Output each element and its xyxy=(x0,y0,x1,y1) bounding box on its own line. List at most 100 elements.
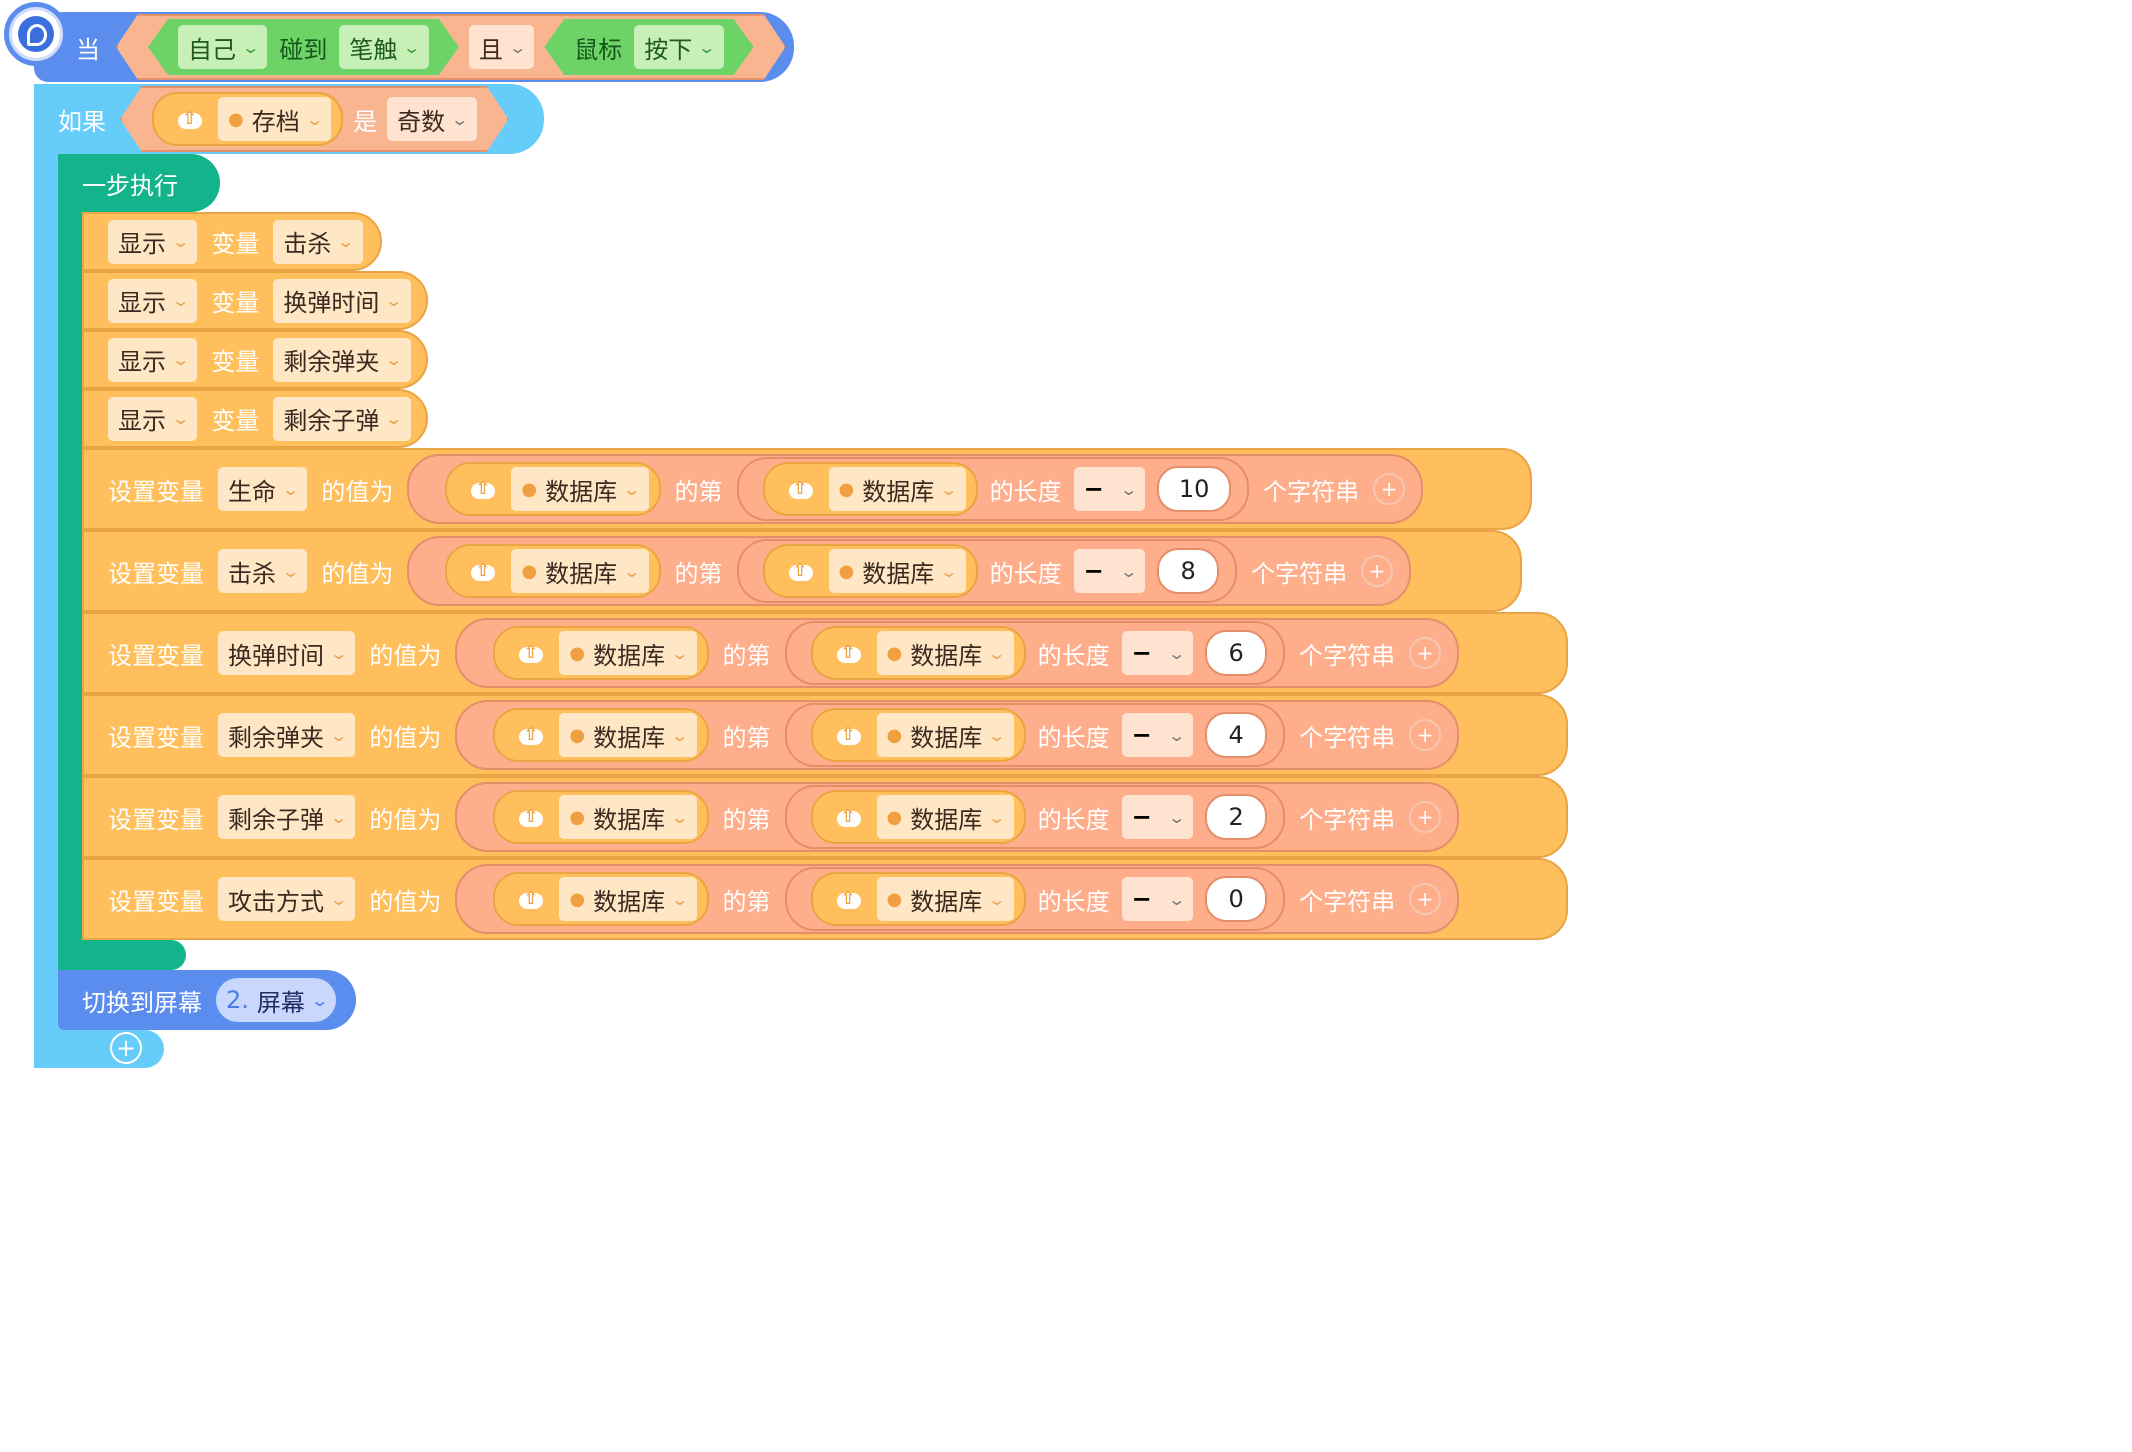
variable-dropdown[interactable]: 剩余子弹⌄ xyxy=(273,396,411,441)
set-variable-block[interactable]: 设置变量 攻击方式⌄ 的值为 ●数据库⌄ 的第 ●数据库⌄ 的长度 −⌄ 0 个… xyxy=(82,858,1568,940)
step-block-head[interactable]: 一步执行 xyxy=(58,154,220,212)
operator-dropdown[interactable]: −⌄ xyxy=(1073,549,1146,593)
add-icon[interactable]: + xyxy=(1373,473,1406,505)
cloud-var-dropdown[interactable]: ●数据库⌄ xyxy=(559,713,697,757)
is-condition[interactable]: ●存档⌄ 是 奇数⌄ xyxy=(120,86,509,152)
cloud-variable-pill[interactable]: ●存档⌄ xyxy=(152,92,343,146)
show-variable-block[interactable]: 显示⌄ 变量 剩余弹夹⌄ xyxy=(82,330,428,389)
add-icon[interactable]: + xyxy=(1409,801,1442,833)
set-variable-block[interactable]: 设置变量 剩余子弹⌄ 的值为 ●数据库⌄ 的第 ●数据库⌄ 的长度 −⌄ 2 个… xyxy=(82,776,1568,858)
set-prefix-label: 设置变量 xyxy=(108,477,204,506)
cloud-variable-pill[interactable]: ●数据库⌄ xyxy=(493,872,709,926)
number-input[interactable]: 10 xyxy=(1157,466,1232,512)
number-input[interactable]: 8 xyxy=(1157,548,1220,594)
mouse-condition[interactable]: 鼠标 按下⌄ xyxy=(544,19,753,75)
chevron-down-icon: ⌄ xyxy=(1119,561,1138,581)
set-variable-block[interactable]: 设置变量 生命⌄ 的值为 ●数据库⌄ 的第 ●数据库⌄ 的长度 −⌄ 10 个字… xyxy=(82,448,1532,530)
variable-dropdown[interactable]: 换弹时间⌄ xyxy=(273,278,411,323)
cloud-variable-pill[interactable]: ●数据库⌄ xyxy=(445,544,661,598)
substring-expression[interactable]: ●数据库⌄ 的第 ●数据库⌄ 的长度 −⌄ 4 个字符串 + xyxy=(455,700,1460,770)
cloud-variable-pill[interactable]: ●数据库⌄ xyxy=(762,544,978,598)
variable-dropdown[interactable]: 生命⌄ xyxy=(218,467,308,511)
set-variable-block[interactable]: 设置变量 换弹时间⌄ 的值为 ●数据库⌄ 的第 ●数据库⌄ 的长度 −⌄ 6 个… xyxy=(82,612,1568,694)
substring-expression[interactable]: ●数据库⌄ 的第 ●数据库⌄ 的长度 −⌄ 10 个字符串 + xyxy=(407,454,1424,524)
touch-target-dropdown[interactable]: 笔触⌄ xyxy=(339,25,428,69)
add-icon[interactable]: + xyxy=(1409,637,1442,669)
cloud-variable-pill[interactable]: ●数据库⌄ xyxy=(493,708,709,762)
add-icon[interactable]: + xyxy=(1409,719,1442,751)
substring-expression[interactable]: ●数据库⌄ 的第 ●数据库⌄ 的长度 −⌄ 6 个字符串 + xyxy=(455,618,1460,688)
show-variable-block[interactable]: 显示⌄ 变量 击杀⌄ xyxy=(82,212,382,271)
set-variable-block[interactable]: 设置变量 击杀⌄ 的值为 ●数据库⌄ 的第 ●数据库⌄ 的长度 −⌄ 8 个字符… xyxy=(82,530,1522,612)
and-dropdown[interactable]: 且⌄ xyxy=(469,25,534,69)
subtract-expression[interactable]: ●数据库⌄ 的长度 −⌄ 6 xyxy=(784,621,1286,685)
subtract-expression[interactable]: ●数据库⌄ 的长度 −⌄ 8 xyxy=(736,539,1238,603)
sprite-dropdown[interactable]: 自己⌄ xyxy=(178,25,267,69)
number-input[interactable]: 4 xyxy=(1205,712,1268,758)
variable-dropdown[interactable]: 剩余弹夹⌄ xyxy=(273,337,411,382)
chevron-down-icon: ⌄ xyxy=(1167,725,1186,745)
cloud-variable-pill[interactable]: ●数据库⌄ xyxy=(810,708,1026,762)
substring-expression[interactable]: ●数据库⌄ 的第 ●数据库⌄ 的长度 −⌄ 2 个字符串 + xyxy=(455,782,1460,852)
number-input[interactable]: 0 xyxy=(1205,876,1268,922)
cloud-variable-pill[interactable]: ●数据库⌄ xyxy=(810,790,1026,844)
cloud-variable-pill[interactable]: ●数据库⌄ xyxy=(493,626,709,680)
cloud-variable-pill[interactable]: ●数据库⌄ xyxy=(810,626,1026,680)
cloud-variable-pill[interactable]: ●数据库⌄ xyxy=(762,462,978,516)
add-icon[interactable]: + xyxy=(1361,555,1394,587)
variable-dropdown[interactable]: 击杀⌄ xyxy=(273,219,363,264)
substring-expression[interactable]: ●数据库⌄ 的第 ●数据库⌄ 的长度 −⌄ 8 个字符串 + xyxy=(407,536,1412,606)
add-icon[interactable]: + xyxy=(1409,883,1442,915)
screen-dropdown[interactable]: 2.屏幕⌄ xyxy=(216,978,337,1022)
operator-dropdown[interactable]: −⌄ xyxy=(1121,713,1194,757)
cloud-variable-pill[interactable]: ●数据库⌄ xyxy=(810,872,1026,926)
event-when-block[interactable]: 当 自己⌄ 碰到 笔触⌄ 且⌄ 鼠标 按下⌄ xyxy=(34,12,794,82)
substring-expression[interactable]: ●数据库⌄ 的第 ●数据库⌄ 的长度 −⌄ 0 个字符串 + xyxy=(455,864,1460,934)
person-icon: ● xyxy=(886,724,903,746)
cloud-var-dropdown[interactable]: ●数据库⌄ xyxy=(559,877,697,921)
variable-dropdown[interactable]: 剩余弹夹⌄ xyxy=(218,713,356,757)
cloud-var-dropdown[interactable]: ●数据库⌄ xyxy=(876,631,1014,675)
chevron-down-icon: ⌄ xyxy=(329,889,349,909)
cloud-var-dropdown[interactable]: ●数据库⌄ xyxy=(828,467,966,511)
cloud-var-dropdown[interactable]: ●数据库⌄ xyxy=(559,631,697,675)
operator-dropdown[interactable]: −⌄ xyxy=(1121,631,1194,675)
operator-dropdown[interactable]: −⌄ xyxy=(1121,795,1194,839)
operator-dropdown[interactable]: −⌄ xyxy=(1121,877,1194,921)
touch-condition[interactable]: 自己⌄ 碰到 笔触⌄ xyxy=(148,19,459,75)
show-dropdown[interactable]: 显示⌄ xyxy=(108,278,198,323)
condition-dropdown[interactable]: 奇数⌄ xyxy=(387,97,476,141)
cloud-var-dropdown[interactable]: ●数据库⌄ xyxy=(876,795,1014,839)
show-variable-block[interactable]: 显示⌄ 变量 换弹时间⌄ xyxy=(82,271,428,330)
cloud-var-dropdown[interactable]: ●存档⌄ xyxy=(218,97,331,141)
cloud-variable-pill[interactable]: ●数据库⌄ xyxy=(493,790,709,844)
variable-dropdown[interactable]: 换弹时间⌄ xyxy=(218,631,356,675)
cloud-var-dropdown[interactable]: ●数据库⌄ xyxy=(511,549,649,593)
operator-dropdown[interactable]: −⌄ xyxy=(1073,467,1146,511)
variable-dropdown[interactable]: 攻击方式⌄ xyxy=(218,877,356,921)
cloud-var-dropdown[interactable]: ●数据库⌄ xyxy=(511,467,649,511)
if-block-head[interactable]: 如果 ●存档⌄ 是 奇数⌄ xyxy=(34,84,544,154)
add-block-button[interactable]: + xyxy=(110,1032,142,1064)
subtract-expression[interactable]: ●数据库⌄ 的长度 −⌄ 0 xyxy=(784,867,1286,931)
mouse-action-dropdown[interactable]: 按下⌄ xyxy=(634,25,723,69)
subtract-expression[interactable]: ●数据库⌄ 的长度 −⌄ 2 xyxy=(784,785,1286,849)
set-variable-block[interactable]: 设置变量 剩余弹夹⌄ 的值为 ●数据库⌄ 的第 ●数据库⌄ 的长度 −⌄ 4 个… xyxy=(82,694,1568,776)
number-input[interactable]: 2 xyxy=(1205,794,1268,840)
subtract-expression[interactable]: ●数据库⌄ 的长度 −⌄ 4 xyxy=(784,703,1286,767)
switch-screen-block[interactable]: 切换到屏幕 2.屏幕⌄ xyxy=(58,970,356,1030)
variable-dropdown[interactable]: 击杀⌄ xyxy=(218,549,308,593)
cloud-var-dropdown[interactable]: ●数据库⌄ xyxy=(876,713,1014,757)
show-dropdown[interactable]: 显示⌄ xyxy=(108,219,198,264)
show-dropdown[interactable]: 显示⌄ xyxy=(108,396,198,441)
show-variable-block[interactable]: 显示⌄ 变量 剩余子弹⌄ xyxy=(82,389,428,448)
subtract-expression[interactable]: ●数据库⌄ 的长度 −⌄ 10 xyxy=(736,457,1250,521)
variable-dropdown[interactable]: 剩余子弹⌄ xyxy=(218,795,356,839)
cloud-var-dropdown[interactable]: ●数据库⌄ xyxy=(828,549,966,593)
number-input[interactable]: 6 xyxy=(1205,630,1268,676)
cloud-var-dropdown[interactable]: ●数据库⌄ xyxy=(876,877,1014,921)
show-dropdown[interactable]: 显示⌄ xyxy=(108,337,198,382)
cloud-variable-pill[interactable]: ●数据库⌄ xyxy=(445,462,661,516)
cloud-var-dropdown[interactable]: ●数据库⌄ xyxy=(559,795,697,839)
and-condition[interactable]: 自己⌄ 碰到 笔触⌄ 且⌄ 鼠标 按下⌄ xyxy=(116,14,786,80)
